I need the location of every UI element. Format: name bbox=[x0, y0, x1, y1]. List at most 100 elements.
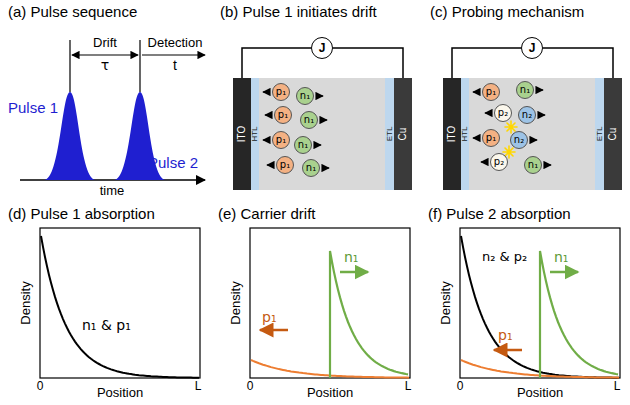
wire bbox=[333, 48, 403, 78]
electrode-layer: Cu bbox=[394, 78, 412, 190]
node-text: n₁ bbox=[300, 91, 310, 101]
drift-arrow bbox=[550, 271, 578, 274]
node-text: ETL bbox=[596, 127, 604, 142]
node-text: p₁ bbox=[280, 160, 290, 170]
label-text: p₁ bbox=[262, 310, 277, 325]
transport-layer: HTL bbox=[461, 78, 469, 190]
node-text: p₁ bbox=[276, 135, 286, 145]
motion-arrow bbox=[538, 114, 545, 115]
carrier-circle: p₁ bbox=[274, 106, 292, 124]
plot-frame bbox=[460, 228, 620, 378]
density-curve bbox=[540, 251, 618, 378]
node-text: p₁ bbox=[486, 87, 496, 97]
drift-arrow bbox=[340, 271, 368, 274]
node-text: n₂ bbox=[522, 110, 532, 120]
carrier-circle: p₂ bbox=[490, 153, 508, 171]
carrier-circle: p₁ bbox=[482, 129, 500, 147]
carrier-circle: n₂ bbox=[510, 131, 528, 149]
node-text: HTL bbox=[251, 126, 259, 141]
density-curves bbox=[41, 236, 619, 378]
label-text: (c) Probing mechanism bbox=[430, 4, 584, 21]
node-text: Cu bbox=[398, 128, 408, 141]
node-text: n₁ bbox=[304, 115, 314, 125]
label-text: Pulse 1 bbox=[8, 100, 58, 117]
label-text: n₁ bbox=[344, 250, 359, 265]
electrode-layer: ITO bbox=[233, 78, 251, 190]
label-text: (e) Carrier drift bbox=[218, 206, 316, 223]
motion-arrow bbox=[544, 164, 551, 165]
carrier-circle: n₁ bbox=[524, 156, 542, 174]
motion-arrow bbox=[485, 112, 492, 113]
current-meter: J bbox=[311, 37, 333, 59]
node-text: n₁ bbox=[520, 85, 530, 95]
label-text: (a) Pulse sequence bbox=[8, 4, 137, 21]
label-text: Pulse 2 bbox=[148, 155, 198, 172]
label-text: p₁ bbox=[498, 328, 513, 343]
label-text: 0 bbox=[37, 380, 44, 393]
label-text: n₁ & p₁ bbox=[82, 318, 131, 333]
wire bbox=[242, 48, 311, 78]
label-text: L bbox=[614, 380, 621, 393]
wire bbox=[452, 48, 521, 78]
node-text: p₁ bbox=[486, 133, 496, 143]
carrier-circle: p₁ bbox=[482, 83, 500, 101]
node-text: n₂ bbox=[514, 135, 524, 145]
label-text: 0 bbox=[247, 380, 254, 393]
axis-label: Density bbox=[439, 281, 453, 324]
electrode-layer: Cu bbox=[604, 78, 622, 190]
node-text: n₁ bbox=[306, 163, 316, 173]
active-layer bbox=[469, 78, 595, 190]
motion-arrow bbox=[320, 119, 327, 120]
carrier-circle: n₁ bbox=[294, 136, 312, 154]
wire bbox=[543, 48, 613, 78]
motion-arrow bbox=[314, 144, 321, 145]
motion-arrow bbox=[473, 137, 480, 138]
motion-arrow bbox=[316, 95, 323, 96]
label-text: L bbox=[405, 380, 412, 393]
label-text: (f) Pulse 2 absorption bbox=[428, 206, 571, 223]
motion-arrow bbox=[536, 89, 543, 90]
node-text: p₁ bbox=[276, 87, 286, 97]
node-text: p₂ bbox=[498, 108, 508, 118]
label-text: (b) Pulse 1 initiates drift bbox=[220, 4, 377, 21]
motion-arrow bbox=[263, 139, 270, 140]
label-text: n₂ & p₂ bbox=[482, 250, 527, 264]
node-text: p₁ bbox=[278, 110, 288, 120]
motion-arrow bbox=[481, 161, 488, 162]
current-meter: J bbox=[521, 37, 543, 59]
motion-arrow bbox=[263, 91, 270, 92]
carrier-circle: p₂ bbox=[494, 104, 512, 122]
node-text: HTL bbox=[461, 126, 469, 141]
node-text: ITO bbox=[447, 126, 457, 142]
density-curve bbox=[330, 251, 408, 378]
motion-arrow bbox=[473, 91, 480, 92]
motion-arrow bbox=[267, 164, 274, 165]
interval-arrow bbox=[72, 54, 138, 55]
axis-label: Density bbox=[19, 281, 33, 324]
density-curve bbox=[41, 236, 199, 378]
node-text: ETL bbox=[386, 127, 394, 142]
label-text: Detection bbox=[148, 36, 203, 50]
plot-frame bbox=[250, 228, 410, 378]
label-text: time bbox=[100, 184, 125, 198]
marker-line bbox=[139, 40, 140, 92]
node-text: n₁ bbox=[298, 140, 308, 150]
label-text: Position bbox=[97, 386, 143, 400]
motion-arrow bbox=[530, 139, 537, 140]
carrier-circle: p₁ bbox=[276, 156, 294, 174]
motion-arrow bbox=[265, 114, 272, 115]
carrier-circle: n₁ bbox=[296, 87, 314, 105]
carrier-circle: n₁ bbox=[516, 81, 534, 99]
label-text: 0 bbox=[457, 380, 464, 393]
label-text: (d) Pulse 1 absorption bbox=[8, 206, 155, 223]
carrier-circle: n₁ bbox=[302, 159, 320, 177]
label-text: t bbox=[173, 58, 177, 73]
transport-layer: ETL bbox=[385, 78, 394, 190]
density-curve bbox=[461, 236, 619, 378]
marker-line bbox=[69, 40, 70, 92]
node-text: n₁ bbox=[528, 160, 538, 170]
transport-layer: HTL bbox=[251, 78, 259, 190]
plot-frame bbox=[40, 228, 200, 378]
